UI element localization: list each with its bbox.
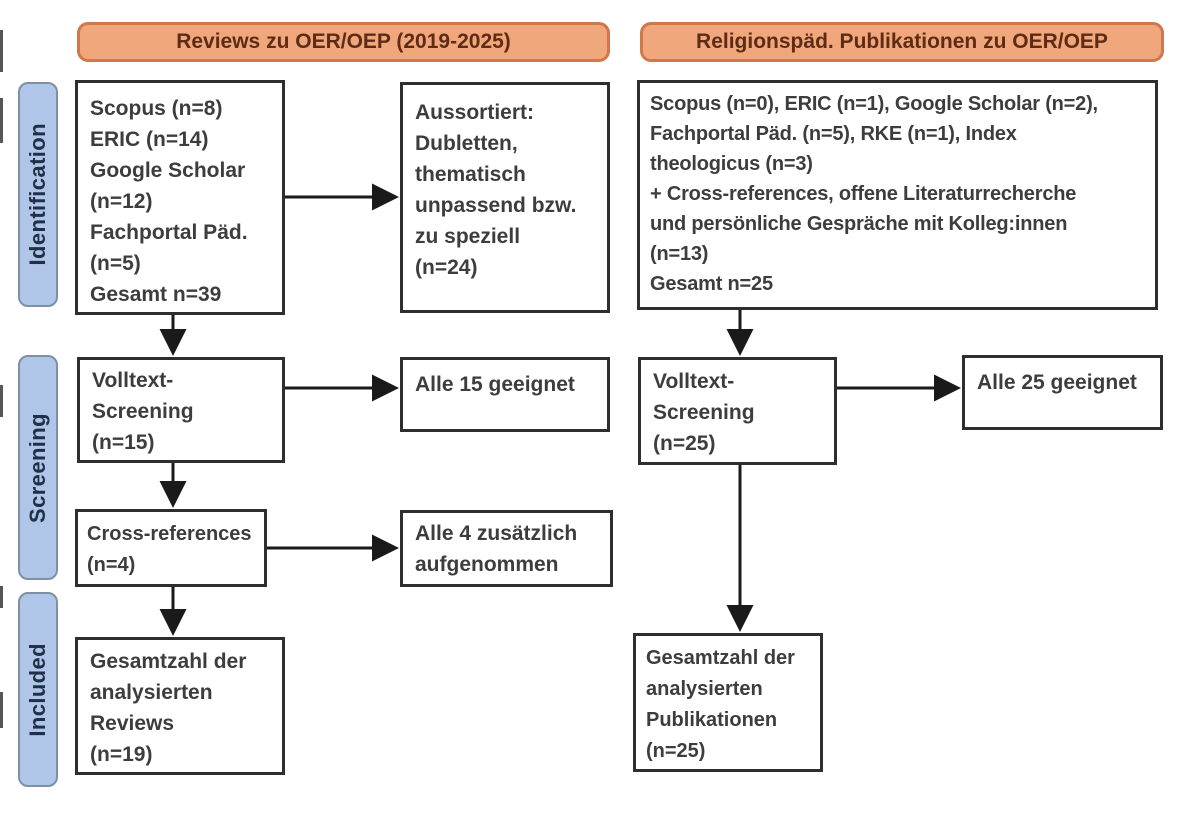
stage-label-included-text: Included bbox=[25, 642, 50, 737]
box-right-identification-sources: Scopus (n=0), ERIC (n=1), Google Scholar… bbox=[637, 80, 1158, 310]
box-right-included-total: Gesamtzahl der analysierten Publikatione… bbox=[633, 633, 823, 772]
box-left-cross-references-result: Alle 4 zusätzlich aufgenommen bbox=[400, 510, 613, 587]
column-header-religionspaed: Religionspäd. Publikationen zu OER/OEP bbox=[640, 22, 1164, 62]
stage-label-identification: Identification bbox=[18, 82, 58, 307]
box-right-fulltext-result: Alle 25 geeignet bbox=[962, 355, 1163, 430]
box-left-included-total: Gesamtzahl der analysierten Reviews (n=1… bbox=[75, 637, 285, 775]
box-left-identification-sources: Scopus (n=8) ERIC (n=14) Google Scholar … bbox=[75, 80, 285, 315]
page-edge-artifact bbox=[0, 98, 3, 143]
column-header-reviews: Reviews zu OER/OEP (2019-2025) bbox=[77, 22, 610, 62]
stage-label-screening-text: Screening bbox=[25, 412, 50, 523]
stage-label-identification-text: Identification bbox=[25, 123, 50, 266]
page-edge-artifact bbox=[0, 692, 3, 728]
box-left-fulltext-screening: Volltext- Screening (n=15) bbox=[77, 357, 285, 463]
page-edge-artifact bbox=[0, 385, 3, 417]
box-left-cross-references: Cross-references (n=4) bbox=[75, 509, 267, 587]
page-edge-artifact bbox=[0, 586, 3, 608]
stage-label-included: Included bbox=[18, 592, 58, 787]
box-left-excluded: Aussortiert: Dubletten, thematisch unpas… bbox=[400, 82, 610, 313]
box-left-fulltext-result: Alle 15 geeignet bbox=[400, 357, 610, 432]
stage-label-screening: Screening bbox=[18, 355, 58, 580]
box-right-fulltext-screening: Volltext- Screening (n=25) bbox=[638, 357, 837, 465]
page-edge-artifact bbox=[0, 30, 3, 72]
